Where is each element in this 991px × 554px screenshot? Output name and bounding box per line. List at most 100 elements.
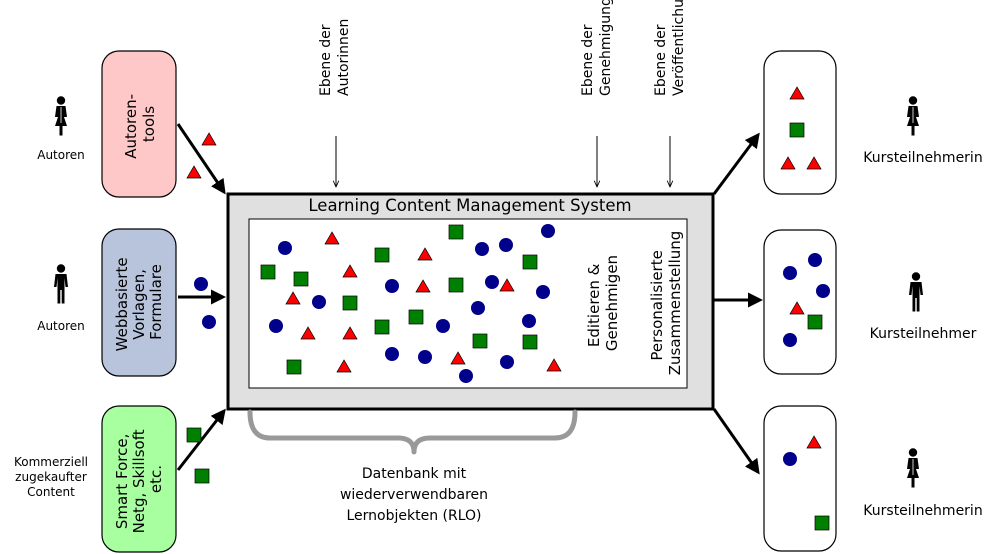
circle-icon [312, 295, 326, 309]
circle-icon [269, 319, 283, 333]
square-icon [260, 264, 276, 280]
source-tool-label-line: Formulare [147, 264, 165, 340]
commercial-label-line: Content [27, 485, 75, 499]
square-icon [286, 359, 302, 375]
incoming-objects [186, 132, 217, 484]
square-icon [814, 515, 830, 531]
source-tool-label-line: Netg, Skillsoft [130, 429, 148, 533]
person-icon [909, 272, 923, 312]
author-label: Autoren [37, 148, 85, 162]
source-tool-box [101, 50, 177, 198]
svg-text:Editieren & Genehmigen: Editieren & Genehmigen [585, 255, 621, 351]
triangle-icon [789, 86, 805, 100]
level-label-line: Ebene der [653, 24, 669, 96]
commercial-label-line: Kommerziell [14, 455, 88, 469]
database-label-line: Datenbank mit [362, 466, 467, 482]
database-label-line: Lernobjekten (RLO) [346, 508, 481, 524]
source-tool-label-line: Webbasierte [113, 257, 131, 351]
lcms-title: Learning Content Management System [308, 196, 631, 215]
person-icon [906, 448, 920, 488]
level-label-line: Autorinnen [336, 19, 352, 96]
arrow-out-1 [712, 132, 760, 195]
level-label-line: Ebene der [580, 24, 596, 96]
square-icon [807, 314, 823, 330]
svg-text:Ebene der Genehmigung: Ebene der Genehmigung [580, 0, 614, 96]
svg-text:Smart Force, Netg, Skill: Smart Force, Netg, Skillsoft etc. [113, 425, 165, 534]
triangle-icon [780, 156, 796, 170]
level-approval: Ebene der Genehmigung [580, 0, 614, 187]
triangle-icon [499, 278, 515, 292]
square-icon [186, 427, 202, 443]
circle-icon [485, 275, 499, 289]
triangle-icon [285, 291, 301, 305]
course-box-2 [763, 229, 837, 375]
commercial-label-line: zugekaufter [15, 470, 87, 484]
svg-text:Ebene der Veröffentlichu: Ebene der Veröffentlichung [653, 0, 687, 96]
circle-icon [783, 266, 797, 280]
square-icon [522, 334, 538, 350]
square-icon [194, 468, 210, 484]
triangle-icon [789, 301, 805, 315]
square-icon [448, 224, 464, 240]
author-actor-1: Autoren [37, 96, 85, 162]
arrow-in-1 [176, 123, 226, 195]
triangle-icon [417, 247, 433, 261]
triangle-icon [342, 264, 358, 278]
triangle-icon [324, 231, 340, 245]
lcms-column-label-line: Personalisierte [648, 250, 666, 360]
triangle-icon [201, 132, 217, 146]
source-tool-box [101, 228, 177, 377]
svg-text:Ebene der Autorinnen: Ebene der Autorinnen [318, 19, 352, 96]
triangle-icon [546, 358, 562, 372]
svg-text:Webbasierte Vorlagen,: Webbasierte Vorlagen, Formulare [113, 253, 165, 352]
circle-icon [385, 347, 399, 361]
source-tool-label-line: tools [140, 106, 158, 142]
circle-icon [471, 301, 485, 315]
database-label-line: wiederverwendbaren [340, 487, 488, 503]
database-brace: Datenbank mit wiederverwendbaren Lernobj… [247, 409, 578, 524]
circle-icon [816, 284, 830, 298]
square-icon [374, 319, 390, 335]
level-publication: Ebene der Veröffentlichung [653, 0, 687, 187]
learner-label: Kursteilnehmerin [863, 150, 982, 166]
source-tool-label-line: etc. [147, 465, 165, 493]
arrow-out-3 [712, 408, 760, 475]
circle-icon [783, 452, 797, 466]
lcms-column-label-line: Genehmigen [603, 255, 621, 351]
source-tool-box [101, 405, 177, 553]
square-icon [448, 277, 464, 293]
repository-objects [260, 224, 562, 383]
triangle-icon [186, 165, 202, 179]
square-icon [522, 254, 538, 270]
triangle-icon [450, 351, 466, 365]
source-tool-webbasiert: Webbasierte Vorlagen, Formulare [101, 228, 177, 377]
level-label-line: Ebene der [318, 24, 334, 96]
triangle-icon [300, 326, 316, 340]
course-box-1 [763, 50, 837, 195]
svg-text:Autoren- tools: Autoren- tools [122, 89, 158, 159]
incoming-arrows [176, 123, 226, 471]
circle-icon [783, 333, 797, 347]
circle-icon [500, 355, 514, 369]
source-tool-label-line: Vorlagen, [130, 269, 148, 340]
square-icon [342, 295, 358, 311]
square-icon [293, 271, 309, 287]
person-icon [54, 96, 68, 136]
learner-1: Kursteilnehmerin [863, 96, 983, 166]
course-box-3 [763, 405, 837, 552]
circle-icon [808, 253, 822, 267]
circle-icon [541, 224, 555, 238]
commercial-content-label: Kommerziell zugekaufter Content [14, 455, 88, 499]
triangle-icon [336, 359, 352, 373]
square-icon [472, 333, 488, 349]
level-label-line: Genehmigung [598, 0, 614, 96]
learner-2: Kursteilnehmer [870, 272, 977, 342]
person-icon [54, 264, 68, 304]
circle-icon [499, 238, 513, 252]
person-icon [906, 96, 920, 136]
circle-icon [418, 350, 432, 364]
circle-icon [459, 369, 473, 383]
lcms-column-label-line: Zusammenstellung [666, 231, 684, 376]
svg-text:Personalisierte Zusammen: Personalisierte Zusammenstellung [648, 231, 684, 376]
